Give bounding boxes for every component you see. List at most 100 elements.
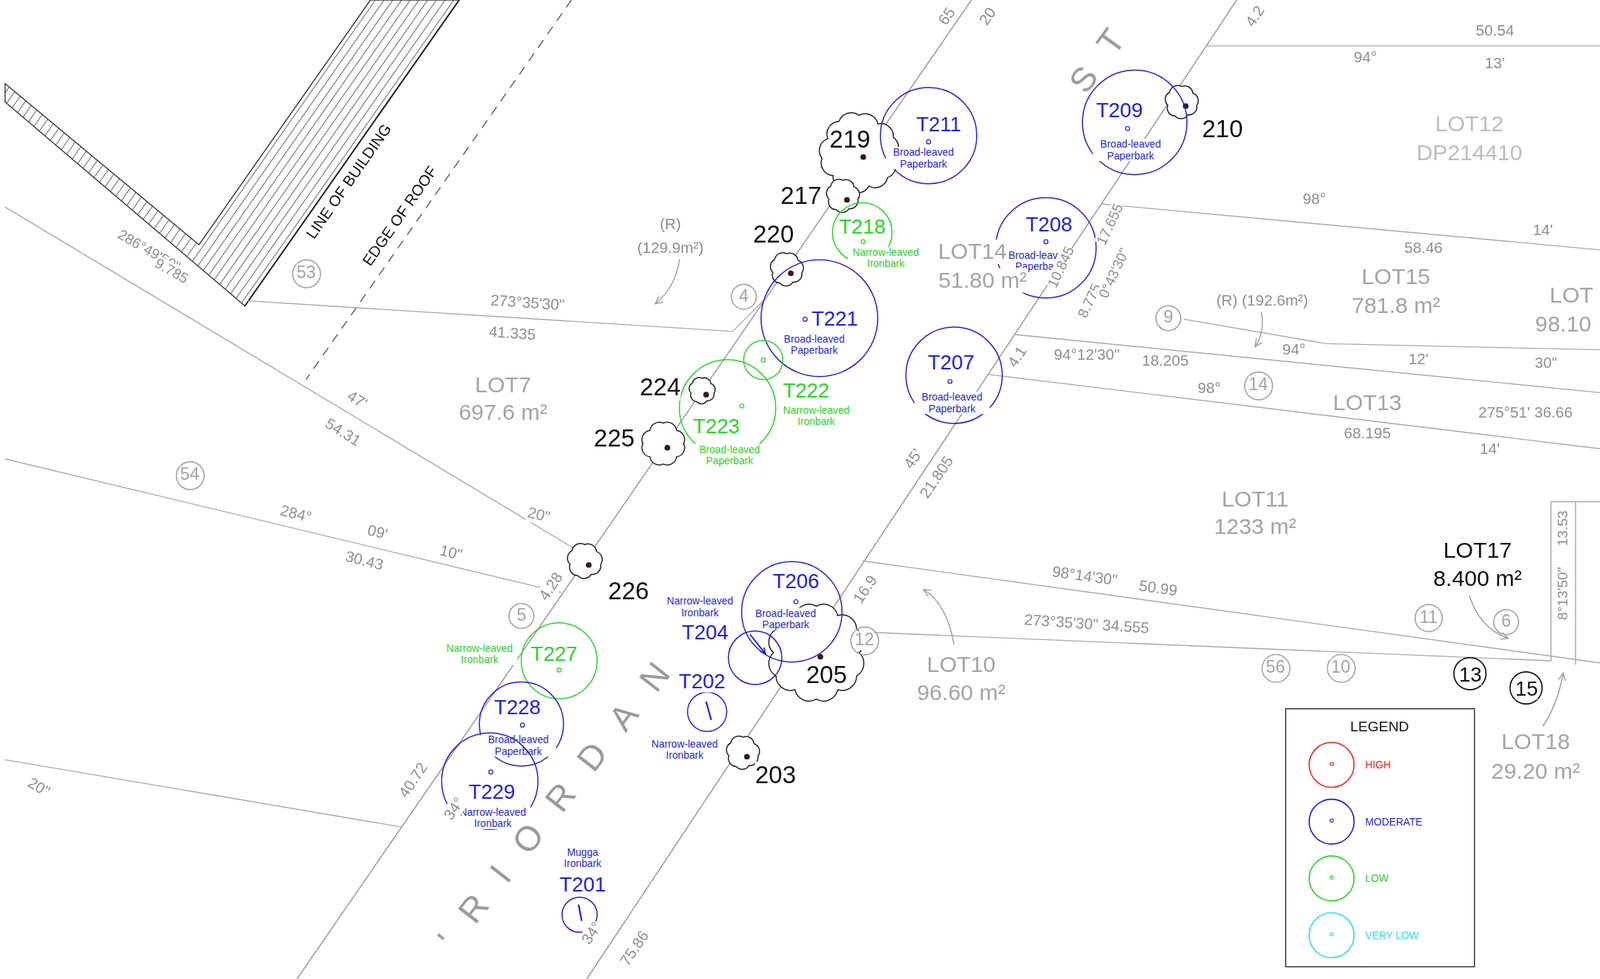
species-name: Narrow-leaved Ironbark — [646, 738, 723, 762]
outline — [743, 340, 784, 380]
tree-number: 226 — [608, 577, 650, 605]
tree-id: T221 — [811, 307, 859, 330]
tree-trunk — [860, 154, 867, 161]
tree-protection-zone: T206Broad-leaved Paperbark — [741, 560, 844, 664]
outline — [741, 561, 842, 662]
dimension-text: 17.655 — [1094, 201, 1127, 248]
tree-trunk — [585, 562, 592, 569]
building-line — [244, 0, 460, 307]
species-name: Broad-leaved Paperbark — [914, 391, 991, 414]
dimension-text: 273°35'30" — [490, 292, 566, 315]
building-hatch — [5, 0, 460, 307]
species-name: Broad-leaved Paperbark — [692, 443, 768, 466]
tree-centre — [803, 317, 808, 322]
lot-label: 51.80 m² — [938, 267, 1027, 293]
outline — [1327, 654, 1356, 682]
tree-centre — [1125, 126, 1130, 132]
species-name: Narrow-leaved Ironbark — [662, 595, 739, 618]
lot-number-circle: 6 — [1493, 608, 1520, 636]
zone-outline — [678, 359, 777, 457]
dimension-text: 275°51' 36.66 — [1478, 405, 1573, 423]
lot-number: 14 — [1248, 376, 1268, 396]
dimension-text: 98° — [1197, 380, 1221, 398]
lot-label: DP214410 — [1416, 140, 1523, 166]
tree-centre — [761, 358, 766, 363]
lot-number: 53 — [296, 264, 316, 284]
dimension-text: 94° — [1353, 48, 1377, 67]
tree-number: 220 — [752, 221, 794, 248]
dimension-text: 8°13'50" — [1555, 566, 1572, 621]
outline — [1243, 371, 1273, 400]
species-name: Broad-leaved Paperbark — [776, 333, 853, 357]
lot-number: 5 — [516, 606, 526, 627]
outline — [731, 284, 757, 310]
leader-arrows — [654, 258, 1566, 727]
dimension-text: 13' — [1485, 54, 1506, 72]
dimension-text: 14' — [1533, 221, 1554, 239]
dimension-text: 50.99 — [1137, 577, 1178, 601]
lot-number-circle: 4 — [730, 283, 758, 311]
lot-number-circle: 56 — [1261, 653, 1291, 684]
zone-outline — [742, 339, 784, 381]
lot-number-circle: 53 — [291, 258, 322, 289]
tree-protection-zone: T228Broad-leaved Paperbark — [478, 681, 565, 768]
tree-id: T206 — [772, 570, 820, 593]
tree-centre — [1043, 239, 1049, 245]
outline — [508, 603, 535, 630]
lot-number: 15 — [1515, 677, 1539, 700]
dimension-text: 54.31 — [321, 415, 364, 451]
tree-id: T208 — [1025, 212, 1073, 236]
tree-protection-zone: T222Narrow-leaved Ironbark — [742, 339, 784, 381]
lot-label: 29.20 m² — [1491, 759, 1580, 785]
dimension-text: 284° — [278, 502, 314, 526]
lot-label: LOT10 — [927, 652, 997, 678]
tree-protection-zone: T204Narrow-leaved Ironbark — [727, 630, 783, 686]
zone-outline — [686, 691, 728, 733]
tree-centre — [739, 404, 744, 409]
tree-number: 210 — [1201, 115, 1243, 143]
tree-centre — [926, 139, 931, 144]
arrow-head — [1558, 673, 1566, 682]
dimension-text: 98°14'30" — [1051, 563, 1119, 589]
leader-line — [1542, 673, 1564, 727]
lot-number-circle: 54 — [175, 460, 205, 491]
tree-trunk — [743, 753, 750, 760]
outline — [679, 359, 776, 457]
annotation: 8.400 m² — [1433, 566, 1522, 592]
lot-number-circle: 10 — [1326, 653, 1356, 684]
outline — [479, 682, 564, 767]
tree-symbol — [1165, 85, 1198, 119]
street-name: ST — [1061, 2, 1148, 101]
lot-number-circle: 9 — [1154, 304, 1182, 332]
annotation: LINE OF BUILDING — [303, 120, 396, 242]
outline — [1493, 609, 1520, 635]
lot-label: LOT7 — [474, 373, 532, 398]
dimension-text: 4.1 — [1004, 343, 1031, 371]
tree-number: 225 — [594, 425, 635, 452]
dimension-text: 68.195 — [1344, 425, 1391, 443]
tree-canopy — [826, 179, 859, 213]
annotation: LEGEND — [1350, 719, 1409, 736]
dimension-text: 30.43 — [343, 548, 385, 575]
legend-swatch-centre — [1329, 762, 1333, 766]
tree-number: 205 — [806, 661, 848, 689]
dimension-text: 58.46 — [1404, 239, 1443, 257]
tree-id: T209 — [1096, 98, 1144, 121]
dimension-text: 40.72 — [395, 759, 431, 801]
street-boundary — [586, 0, 1237, 979]
dimension-text: 0°43'30" — [1095, 246, 1133, 302]
legend-sample — [1309, 913, 1355, 959]
tree-trunk — [664, 445, 671, 451]
tree-number: 219 — [829, 126, 871, 153]
tree-protection-zone: T223Broad-leaved Paperbark — [678, 359, 777, 457]
dimension-text: 14' — [1479, 440, 1500, 458]
tree-id: T201 — [559, 873, 607, 896]
species-name: Narrow-leaved Ironbark — [442, 642, 518, 665]
species-name: Narrow-leaved Ironbark — [847, 247, 924, 270]
dimension-text: 75.86 — [617, 927, 653, 969]
legend-text: MODERATE — [1365, 815, 1423, 828]
legend-text: LOW — [1365, 873, 1389, 885]
lot-label: 697.6 m² — [458, 400, 547, 426]
lot-label: 96.60 m² — [916, 680, 1006, 706]
